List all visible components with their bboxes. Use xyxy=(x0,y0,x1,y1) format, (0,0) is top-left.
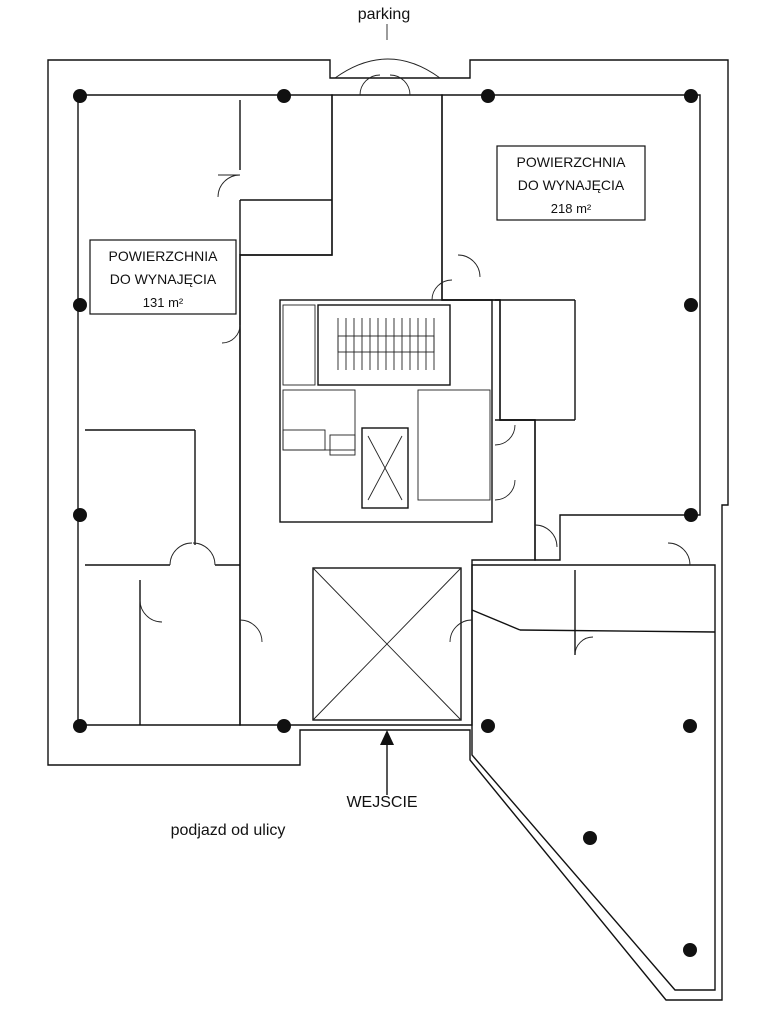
partitions xyxy=(85,100,716,725)
rentable-zone-southeast xyxy=(471,564,716,991)
area-label-131-size: 131 m² xyxy=(143,295,184,310)
area-label-131-line1: POWIERZCHNIA xyxy=(109,248,219,264)
building-core xyxy=(279,299,493,523)
rentable-zone-west xyxy=(77,94,333,726)
driveway-label: podjazd od ulicy xyxy=(171,822,286,839)
area-label-131: POWIERZCHNIA DO WYNAJĘCIA 131 m² xyxy=(89,239,237,315)
area-label-218-line1: POWIERZCHNIA xyxy=(517,154,627,170)
parking-label: parking xyxy=(358,6,410,23)
area-label-218-line2: DO WYNAJĘCIA xyxy=(518,177,625,193)
toilet-west xyxy=(282,389,356,451)
area-label-218: POWIERZCHNIA DO WYNAJĘCIA 218 m² xyxy=(496,145,646,221)
toilet-east xyxy=(417,389,491,501)
lift-shaft xyxy=(361,427,409,509)
rentable-zones xyxy=(77,94,716,991)
columns xyxy=(73,89,698,957)
atrium-void xyxy=(312,567,462,721)
entrance-label: WEJSCIE xyxy=(346,794,417,811)
core-block xyxy=(279,299,493,523)
stair-treads xyxy=(337,318,435,370)
kitchenette xyxy=(282,304,316,386)
entrance-arrow xyxy=(380,730,394,795)
staircase xyxy=(317,304,451,386)
common-area xyxy=(239,94,536,726)
area-label-218-size: 218 m² xyxy=(551,201,592,216)
area-label-131-line2: DO WYNAJĘCIA xyxy=(110,271,217,287)
door-swings xyxy=(139,58,691,656)
